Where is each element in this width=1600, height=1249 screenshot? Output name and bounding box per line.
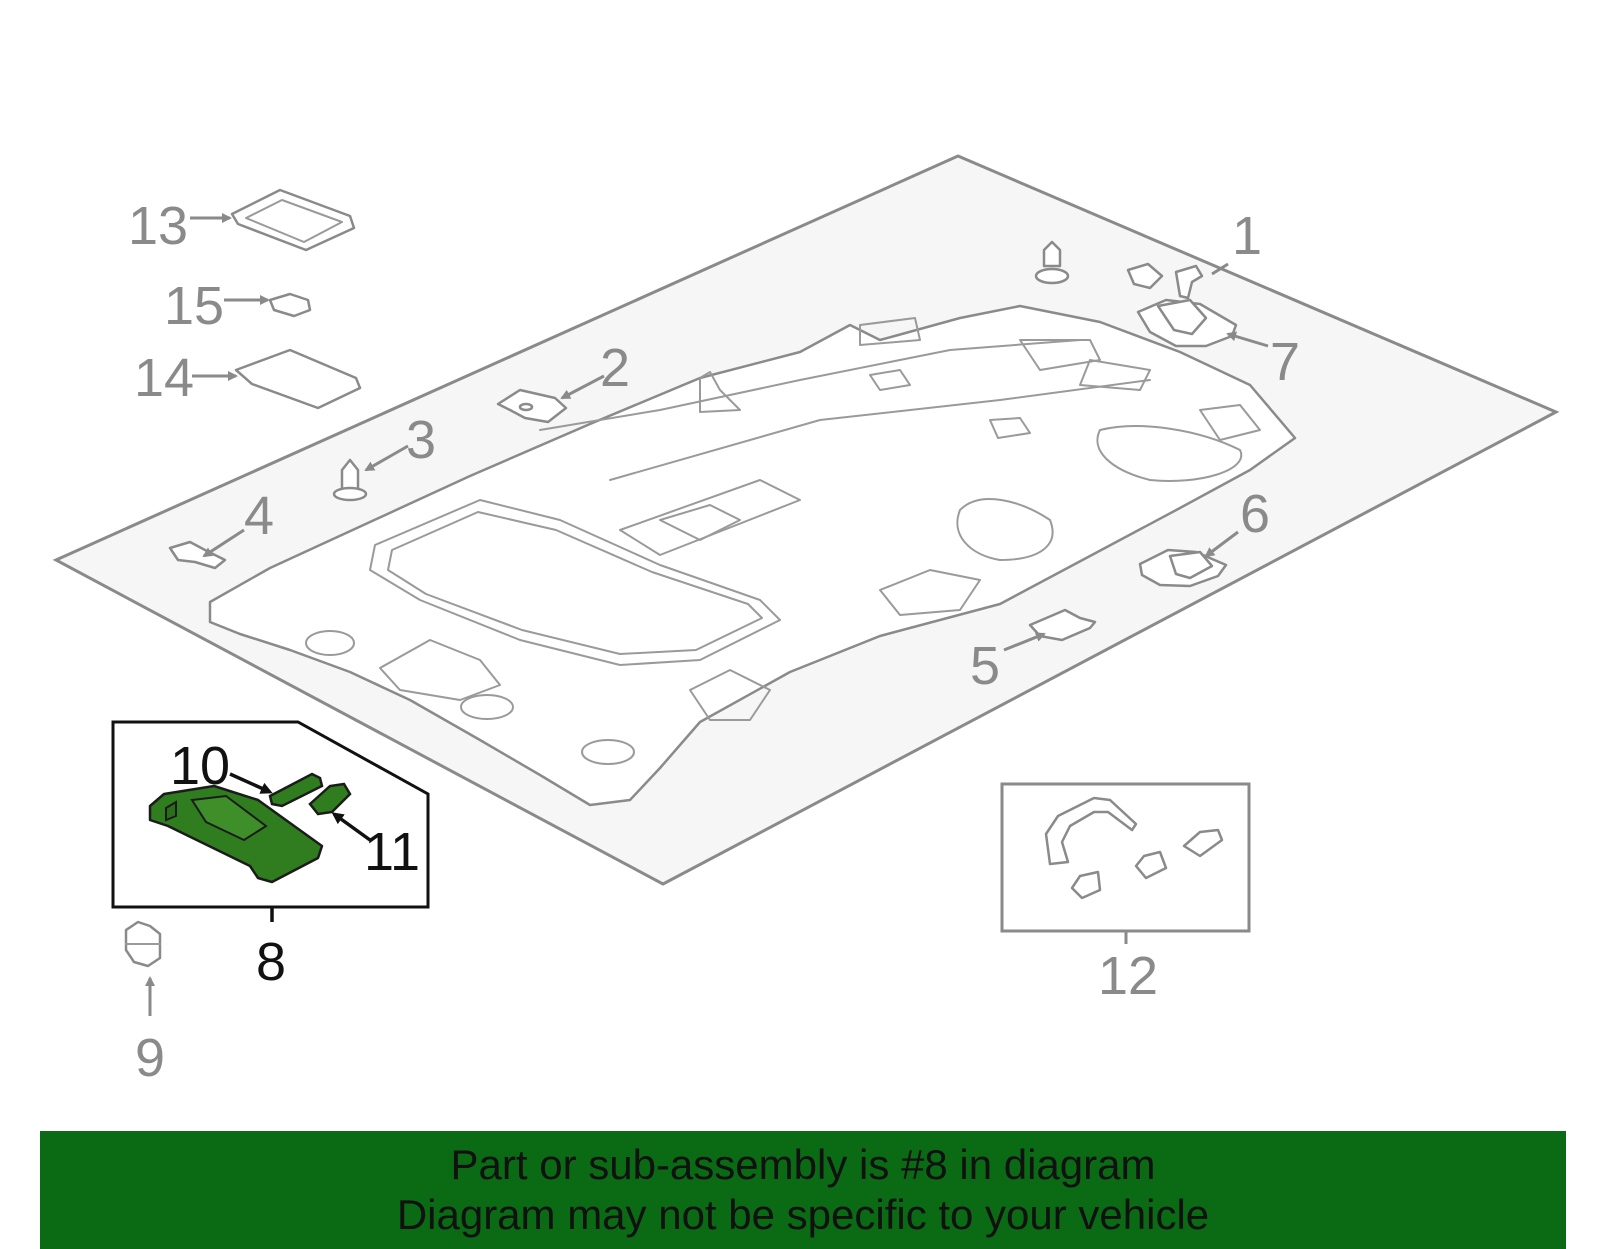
part-13-lens[interactable] xyxy=(230,188,356,252)
callout-10: 10 xyxy=(170,736,230,796)
leader-11 xyxy=(331,812,372,842)
part-11-bulb[interactable] xyxy=(308,782,352,816)
callout-14: 14 xyxy=(134,348,194,408)
leader-5 xyxy=(1003,632,1046,652)
part-10-lens[interactable] xyxy=(268,772,324,808)
callout-7: 7 xyxy=(1270,332,1300,392)
banner-line-1: Part or sub-assembly is #8 in diagram xyxy=(450,1141,1156,1188)
leader-6 xyxy=(1204,530,1239,558)
callout-3: 3 xyxy=(406,410,436,470)
leader-10 xyxy=(229,772,273,794)
callout-1: 1 xyxy=(1232,206,1262,266)
callout-4: 4 xyxy=(244,486,274,546)
headliner-part[interactable] xyxy=(208,304,1297,807)
callout-15: 15 xyxy=(164,276,224,336)
part-9-clip[interactable] xyxy=(124,920,162,968)
banner-line-2: Diagram may not be specific to your vehi… xyxy=(396,1191,1210,1238)
callout-13: 13 xyxy=(128,196,188,256)
part-14-lens[interactable] xyxy=(234,348,362,410)
part-8-lamp-assembly[interactable] xyxy=(148,784,324,884)
leader-3 xyxy=(364,444,409,472)
leader-4 xyxy=(202,528,245,558)
callout-5: 5 xyxy=(970,636,1000,696)
callout-12: 12 xyxy=(1098,946,1158,1006)
leader-7 xyxy=(1226,331,1269,348)
leader-1 xyxy=(1211,262,1229,276)
part-12-grab-handle-kit[interactable] xyxy=(1044,796,1224,900)
part-3-clip[interactable] xyxy=(332,458,368,502)
part-4-clip[interactable] xyxy=(168,540,227,570)
part-15-bulb[interactable] xyxy=(268,292,312,318)
part-7-bracket[interactable] xyxy=(1034,240,1238,348)
part-2-bracket[interactable] xyxy=(496,388,568,424)
callout-8: 8 xyxy=(256,932,286,992)
callout-11: 11 xyxy=(364,822,420,882)
leader-2 xyxy=(560,374,605,400)
callout-6: 6 xyxy=(1240,484,1270,544)
info-banner: Part or sub-assembly is #8 in diagram Di… xyxy=(40,1131,1566,1249)
part-12-group-box xyxy=(1000,782,1251,933)
part-6-bracket[interactable] xyxy=(1138,548,1228,588)
callout-2: 2 xyxy=(600,338,630,398)
callout-9: 9 xyxy=(135,1028,165,1088)
